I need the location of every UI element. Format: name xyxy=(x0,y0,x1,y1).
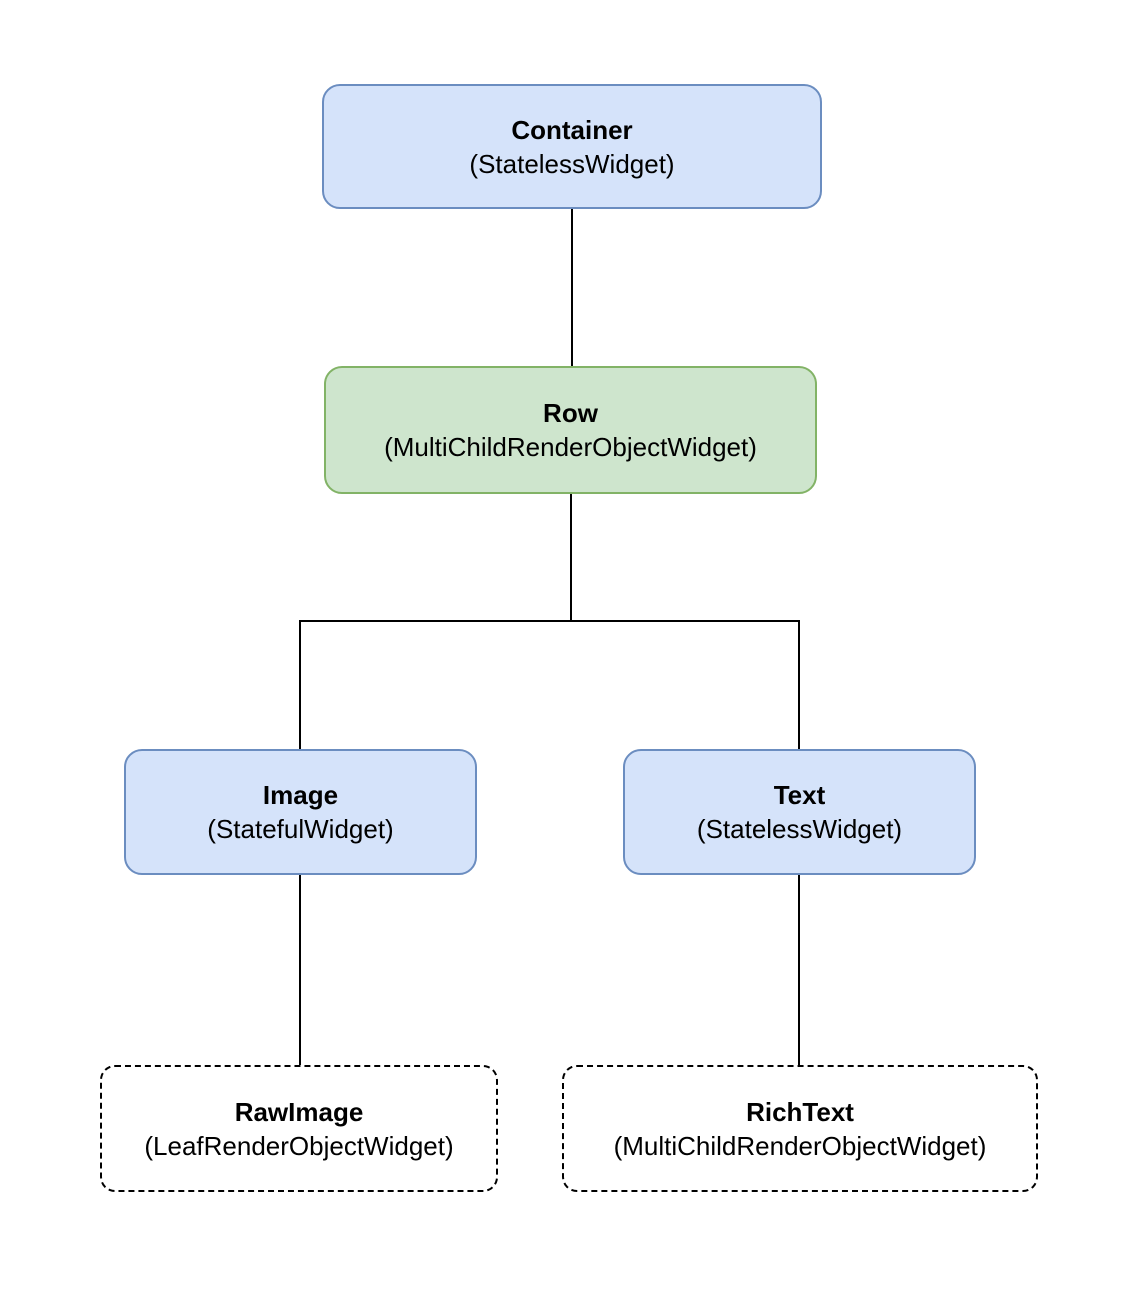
node-text: Text (StatelessWidget) xyxy=(623,749,976,875)
node-text-title: Text xyxy=(773,780,826,810)
node-rawimage: RawImage (LeafRenderObjectWidget) xyxy=(100,1065,498,1192)
node-rawimage-type: (LeafRenderObjectWidget) xyxy=(144,1130,454,1161)
node-text-type: (StatelessWidget) xyxy=(696,814,903,844)
node-row-type: (MultiChildRenderObjectWidget) xyxy=(384,432,757,462)
node-container: Container (StatelessWidget) xyxy=(322,84,822,209)
node-row-title: Row xyxy=(543,398,598,428)
node-row: Row (MultiChildRenderObjectWidget) xyxy=(324,366,817,494)
node-richtext-type: (MultiChildRenderObjectWidget) xyxy=(613,1130,987,1161)
node-container-title: Container xyxy=(511,114,633,145)
node-container-type: (StatelessWidget) xyxy=(469,148,675,179)
node-image: Image (StatefulWidget) xyxy=(124,749,477,875)
node-image-title: Image xyxy=(262,780,339,810)
node-richtext-title: RichText xyxy=(746,1096,854,1127)
node-rawimage-title: RawImage xyxy=(234,1096,364,1127)
node-richtext: RichText (MultiChildRenderObjectWidget) xyxy=(562,1065,1038,1192)
node-image-type: (StatefulWidget) xyxy=(207,814,394,844)
